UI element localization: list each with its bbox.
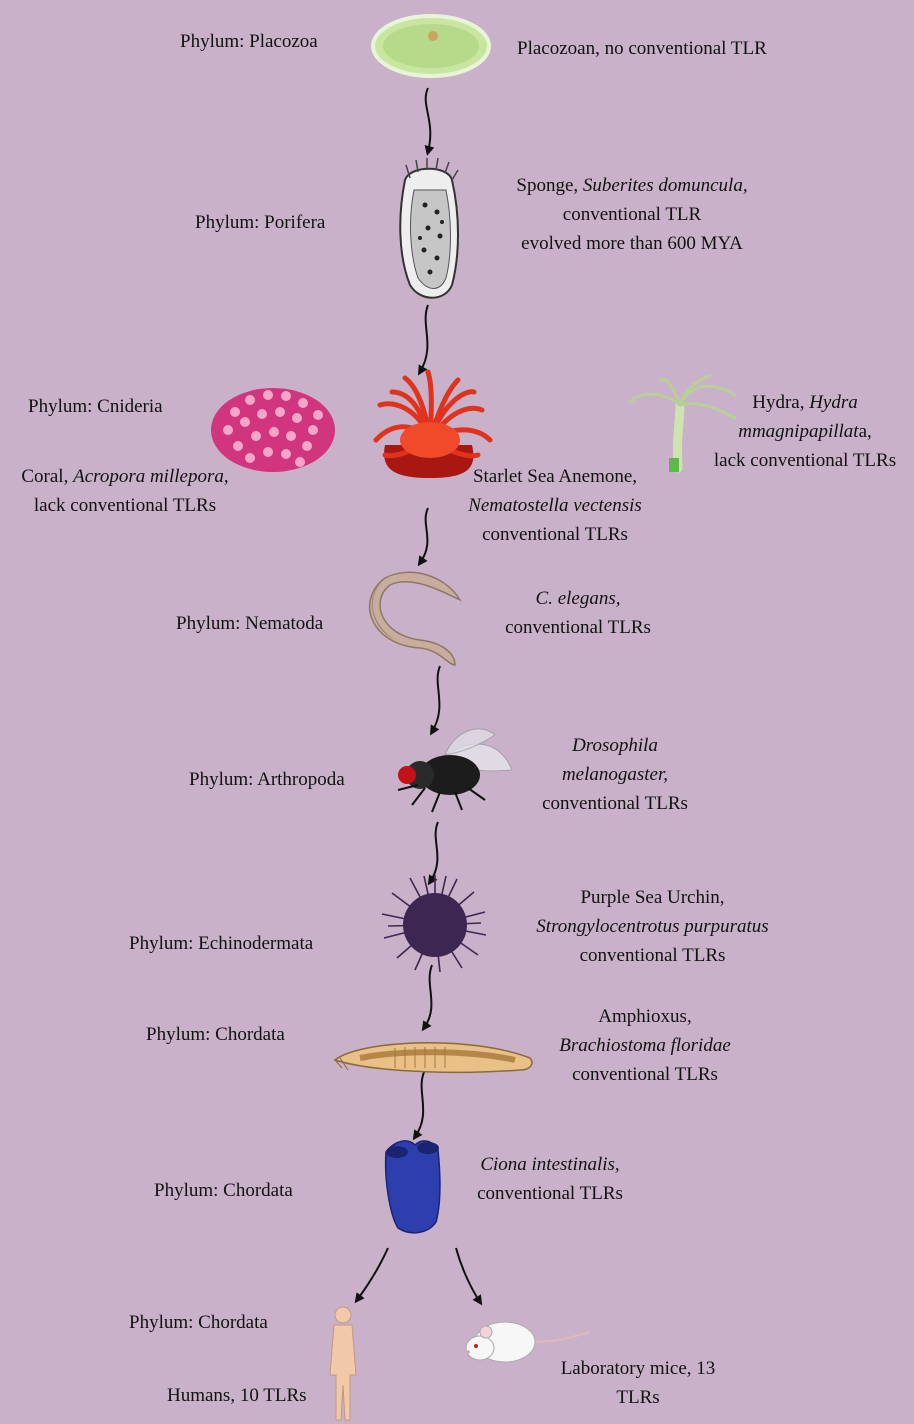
sponge-common-name: Sponge, xyxy=(516,175,583,196)
anemone-caption-line-3: conventional TLRs xyxy=(440,520,670,549)
amphioxus-common-name: Amphioxus, xyxy=(530,1002,760,1031)
sea-urchin-illustration xyxy=(382,875,486,972)
hydra-caption: Hydra, Hydra mmagnipapillata, lack conve… xyxy=(696,388,914,475)
hydra-species-suffix: a, xyxy=(859,421,872,442)
drosophila-caption-line-3: conventional TLRs xyxy=(515,789,715,818)
drosophila-epithet: melanogaster, xyxy=(515,760,715,789)
ciona-caption: Ciona intestinalis, conventional TLRs xyxy=(455,1150,645,1208)
humans-caption: Humans, 10 TLRs xyxy=(167,1381,307,1410)
arrow-amphioxus-ciona xyxy=(415,1072,424,1137)
phylum-cnideria-label: Phylum: Cnideria xyxy=(28,392,163,421)
urchin-caption: Purple Sea Urchin, Strongylocentrotus pu… xyxy=(500,883,805,970)
arrow-echinodermata-chordata xyxy=(424,965,432,1028)
anemone-species-name: Nematostella vectensis xyxy=(440,491,670,520)
placozoan-illustration xyxy=(373,16,489,76)
amphioxus-species-name: Brachiostoma floridae xyxy=(530,1031,760,1060)
hydra-species-epithet: mmagnipapillat xyxy=(738,421,858,442)
mice-caption-line-2: TLRs xyxy=(528,1383,748,1412)
coral-species-suffix: , xyxy=(224,466,229,487)
celegans-caption-line-2: conventional TLRs xyxy=(478,613,678,642)
phylum-arthropoda-label: Phylum: Arthropoda xyxy=(189,765,345,794)
coral-species-name: Acropora millepora xyxy=(73,466,224,487)
celegans-caption: C. elegans, conventional TLRs xyxy=(478,584,678,642)
human-illustration xyxy=(330,1307,356,1420)
hydra-caption-line-3: lack conventional TLRs xyxy=(696,446,914,475)
ciona-caption-line-2: conventional TLRs xyxy=(455,1179,645,1208)
anemone-common-name: Starlet Sea Anemone, xyxy=(440,462,670,491)
phylum-nematoda-label: Phylum: Nematoda xyxy=(176,609,323,638)
arrow-placozoa-porifera xyxy=(426,88,431,152)
coral-caption: Coral, Acropora millepora, lack conventi… xyxy=(0,462,250,520)
phylum-chordata-label-2: Phylum: Chordata xyxy=(154,1176,293,1205)
celegans-species-name: C. elegans, xyxy=(478,584,678,613)
arrow-porifera-cnideria xyxy=(420,305,428,372)
hydra-species-genus: Hydra xyxy=(809,392,858,413)
urchin-common-name: Purple Sea Urchin, xyxy=(500,883,805,912)
hydra-common-name: Hydra, xyxy=(752,392,809,413)
drosophila-genus: Drosophila xyxy=(515,731,715,760)
mice-caption: Laboratory mice, 13 TLRs xyxy=(528,1354,748,1412)
phylum-porifera-label: Phylum: Porifera xyxy=(195,208,325,237)
sponge-caption-line-3: evolved more than 600 MYA xyxy=(482,229,782,258)
sponge-caption-line-2: conventional TLR xyxy=(482,200,782,229)
arrow-arthropoda-echinodermata xyxy=(430,822,438,882)
fly-illustration xyxy=(398,729,512,812)
nematode-illustration xyxy=(370,572,460,665)
amphioxus-caption-line-3: conventional TLRs xyxy=(530,1060,760,1089)
sponge-species-name: Suberites domuncula, xyxy=(583,175,748,196)
amphioxus-caption: Amphioxus, Brachiostoma floridae convent… xyxy=(530,1002,760,1089)
mice-caption-line-1: Laboratory mice, 13 xyxy=(528,1354,748,1383)
coral-illustration xyxy=(211,388,335,472)
arrow-nematoda-arthropoda xyxy=(432,666,440,732)
phylum-chordata-label-1: Phylum: Chordata xyxy=(146,1020,285,1049)
coral-common-name: Coral, xyxy=(21,466,73,487)
urchin-species-name: Strongylocentrotus purpuratus xyxy=(500,912,805,941)
placozoan-caption: Placozoan, no conventional TLR xyxy=(517,34,767,63)
phylum-echinodermata-label: Phylum: Echinodermata xyxy=(129,929,313,958)
sponge-illustration xyxy=(400,158,458,298)
ciona-species-name: Ciona intestinalis, xyxy=(455,1150,645,1179)
anemone-caption: Starlet Sea Anemone, Nematostella vecten… xyxy=(440,462,670,549)
arrow-cnideria-nematoda xyxy=(420,508,428,563)
coral-caption-line-2: lack conventional TLRs xyxy=(0,491,250,520)
arrow-ciona-human xyxy=(357,1248,388,1300)
sponge-caption: Sponge, Suberites domuncula, conventiona… xyxy=(482,171,782,258)
drosophila-caption: Drosophila melanogaster, conventional TL… xyxy=(515,731,715,818)
urchin-caption-line-3: conventional TLRs xyxy=(500,941,805,970)
amphioxus-illustration xyxy=(335,1043,532,1073)
arrow-ciona-mouse xyxy=(456,1248,480,1302)
ciona-illustration xyxy=(386,1141,440,1233)
phylum-placozoa-label: Phylum: Placozoa xyxy=(180,27,318,56)
phylum-chordata-label-3: Phylum: Chordata xyxy=(129,1308,268,1337)
